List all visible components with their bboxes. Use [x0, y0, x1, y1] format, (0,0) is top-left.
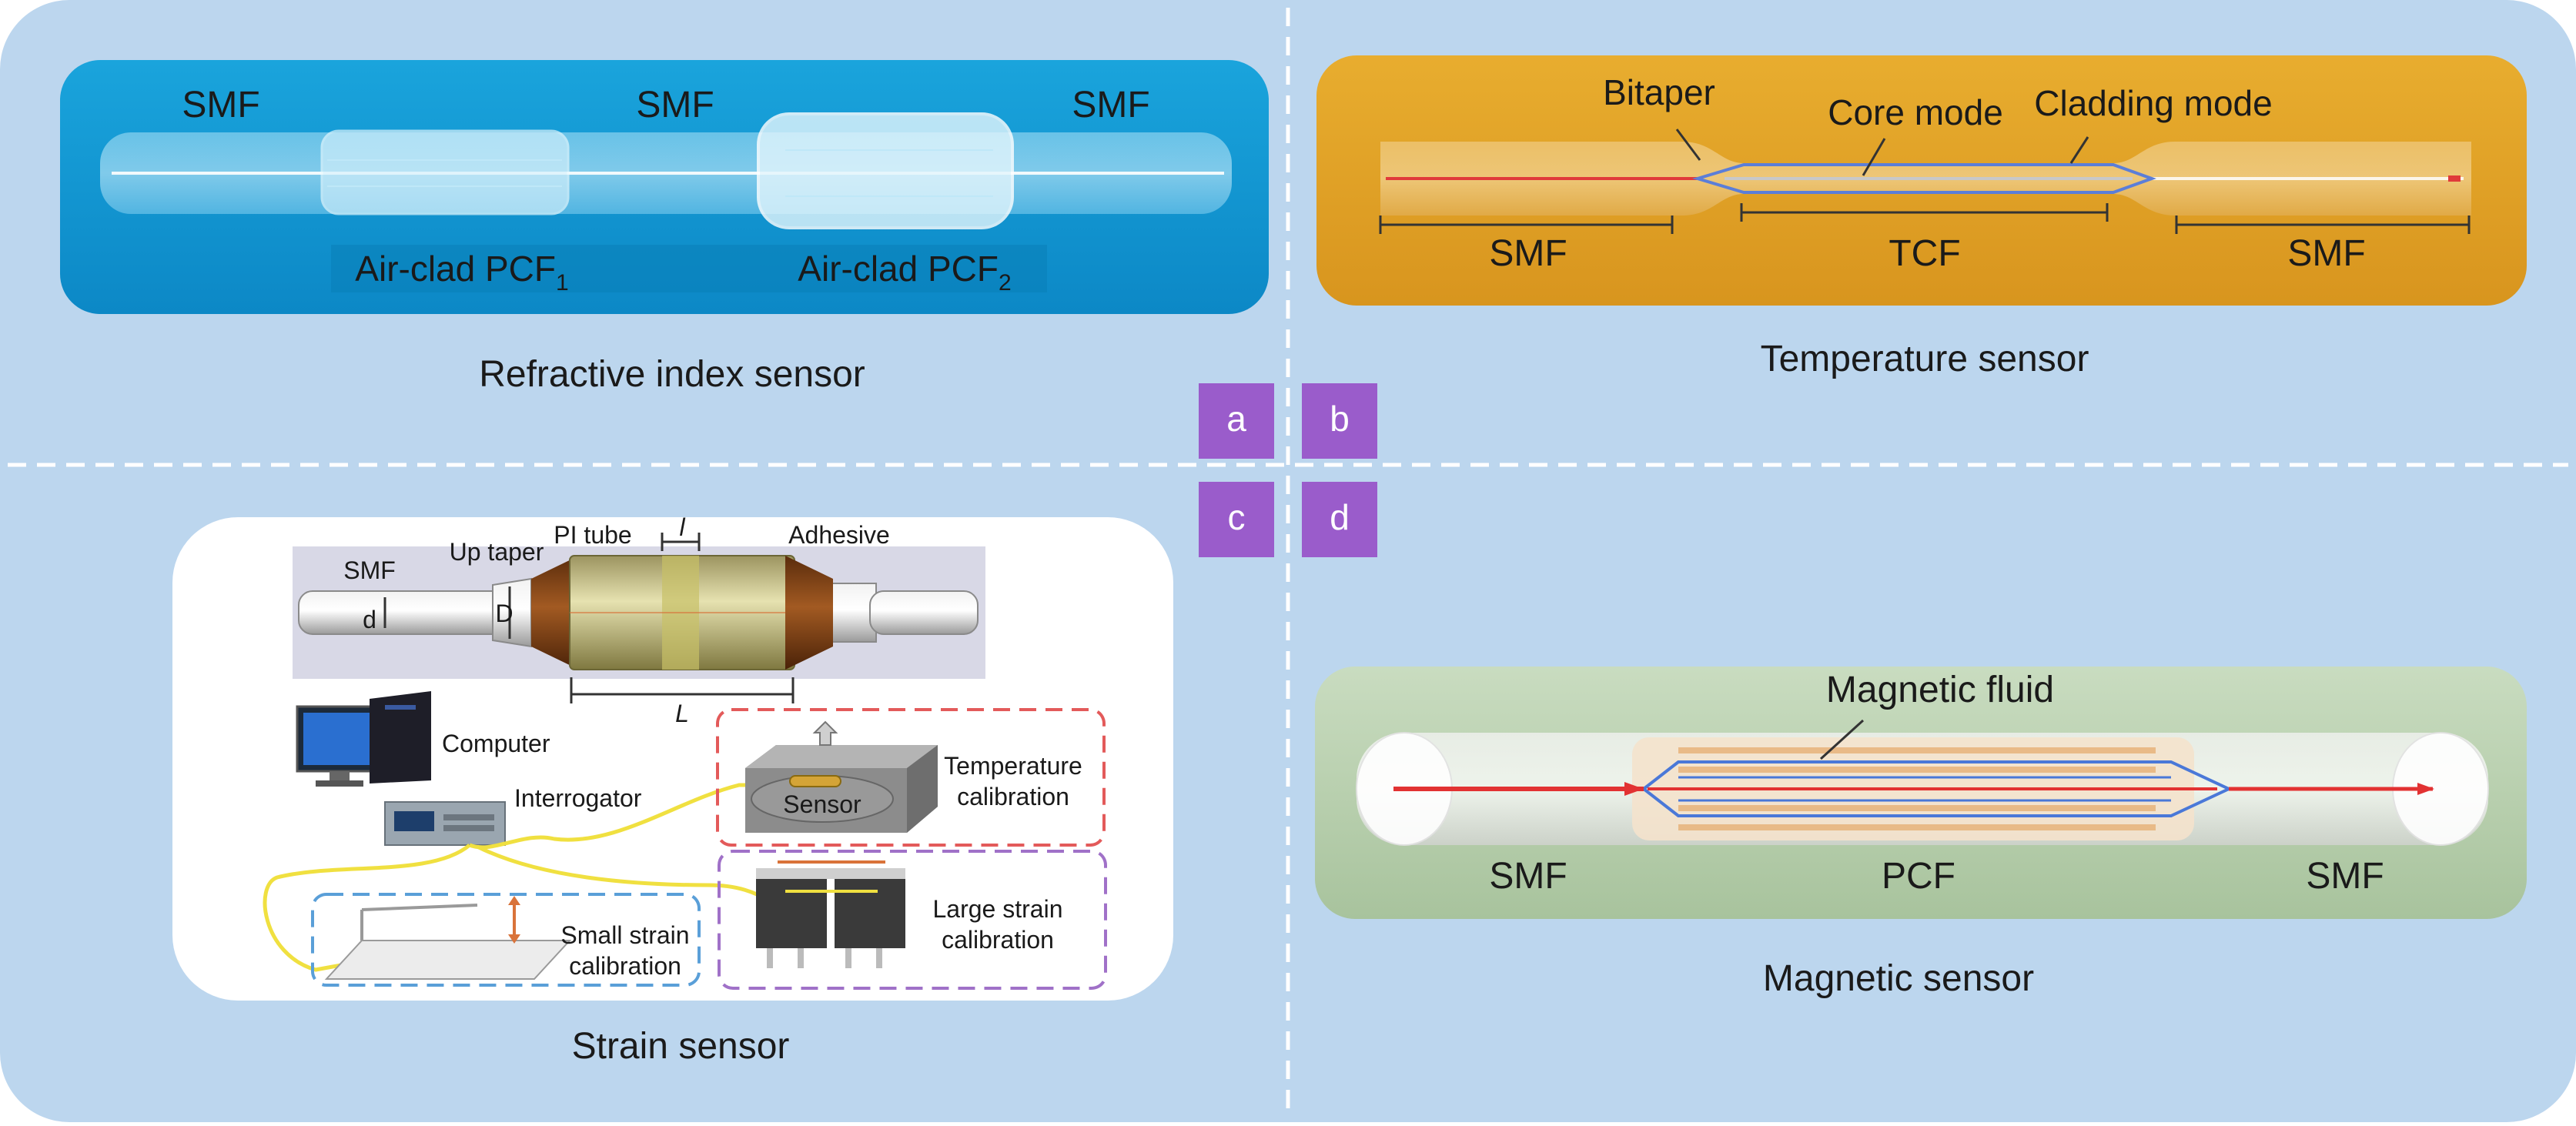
bitaper-label: Bitaper: [1603, 72, 1715, 112]
computer-label: Computer: [442, 730, 550, 757]
adhesive-left: [531, 556, 579, 670]
smf-right-label-d: SMF: [2306, 856, 2384, 897]
pcf1-segment: [320, 129, 570, 216]
small-strain-calibration-box: [311, 893, 701, 987]
fiber-cable-top: [469, 783, 754, 850]
d-big-label: D: [495, 600, 513, 627]
fiber-cable-left: [263, 844, 471, 972]
panel-c-caption: Strain sensor: [572, 1026, 790, 1067]
core-mode-pointer: [1862, 138, 1886, 176]
temperature-calibration-label-2: calibration: [957, 783, 1069, 810]
interrogator-icon: [384, 801, 506, 846]
interrogator-label: Interrogator: [514, 784, 642, 812]
pcf1-label-text: Air-clad PCF: [355, 249, 556, 289]
pcf2-segment: [757, 112, 1014, 229]
d-small-label: d: [363, 606, 376, 633]
panel-c: SMF Up taper PI tube l Adhesive d D L Co…: [172, 513, 1173, 1001]
panel-d: Magnetic fluid SMF PCF SMF: [1315, 667, 2527, 919]
large-strain-label-2: calibration: [942, 926, 1054, 954]
panel-b: Bitaper Core mode Cladding mode SMF TCF …: [1316, 55, 2527, 306]
temperature-calibration-label-1: Temperature: [944, 752, 1082, 780]
badge-b: b: [1302, 383, 1377, 459]
smf-left-label: SMF: [182, 85, 259, 125]
sensor-label: Sensor: [783, 790, 861, 818]
adhesive-label: Adhesive: [788, 521, 890, 549]
magnetic-fiber: [1356, 719, 2489, 846]
pcf2-label-subscript: 2: [999, 270, 1012, 296]
tcf-label: TCF: [1889, 233, 1960, 274]
ri-fiber: [100, 112, 1232, 229]
large-strain-label-1: Large strain: [933, 895, 1063, 923]
badge-a-label: a: [1226, 399, 1246, 439]
smf-right-dimension: [2175, 216, 2471, 234]
small-strain-label-2: calibration: [569, 952, 681, 980]
panel-a: SMF SMF SMF Air-clad PCF1 Air-clad PCF2: [60, 60, 1269, 314]
pcf-label: PCF: [1882, 856, 1955, 897]
smf-left-label-b: SMF: [1489, 233, 1567, 274]
panel-d-caption: Magnetic sensor: [1763, 958, 2034, 999]
L-big-label: L: [675, 700, 689, 727]
pcf-label-strip: [331, 245, 1047, 292]
smf-mid-label: SMF: [636, 85, 714, 125]
strain-sensor-fiber: [298, 533, 979, 703]
large-strain-stage-icon: [756, 860, 905, 968]
l-small-label: l: [679, 513, 685, 541]
large-strain-calibration-box: [718, 850, 1107, 990]
panel-b-caption: Temperature sensor: [1761, 339, 2089, 379]
magnetic-fluid-label: Magnetic fluid: [1826, 670, 2054, 710]
smf-right-label-b: SMF: [2287, 233, 2365, 274]
core-mode-label: Core mode: [1828, 92, 2003, 132]
badge-b-label: b: [1330, 399, 1350, 439]
smf-left-label-d: SMF: [1489, 856, 1567, 897]
temperature-calibration-box: [716, 708, 1106, 847]
badge-d-label: d: [1330, 497, 1350, 537]
small-strain-stage-icon: [324, 896, 572, 980]
smf-right-label: SMF: [1072, 85, 1149, 125]
pcf1-label: Air-clad PCF1: [355, 249, 568, 296]
smf-label-c: SMF: [343, 556, 396, 584]
cladding-mode-path: [1692, 163, 2156, 194]
smf-left-dimension: [1379, 216, 1674, 234]
pcf-holes: [1678, 747, 2156, 830]
computer-icon: [296, 691, 431, 787]
small-strain-label-1: Small strain: [560, 921, 689, 949]
tcf-dimension: [1740, 203, 2109, 222]
pcf2-label-text: Air-clad PCF: [798, 249, 999, 289]
pcf1-label-subscript: 1: [556, 270, 569, 296]
badge-d: d: [1302, 482, 1377, 557]
panel-a-caption: Refractive index sensor: [479, 354, 865, 395]
bitaper-pointer: [1675, 129, 1701, 161]
magnetic-fluid-pointer: [1819, 719, 1865, 760]
pcf2-label: Air-clad PCF2: [798, 249, 1011, 296]
badge-c-label: c: [1228, 497, 1246, 537]
temperature-chamber-icon: [745, 720, 938, 833]
up-taper-label: Up taper: [450, 538, 544, 566]
cladding-mode-pointer: [2069, 136, 2089, 164]
cladding-mode-label: Cladding mode: [2034, 83, 2272, 123]
badge-c: c: [1199, 482, 1274, 557]
pi-tube-label: PI tube: [554, 521, 631, 549]
badge-a: a: [1199, 383, 1274, 459]
fiber-cable-right: [476, 844, 771, 903]
adhesive-right: [785, 556, 833, 670]
